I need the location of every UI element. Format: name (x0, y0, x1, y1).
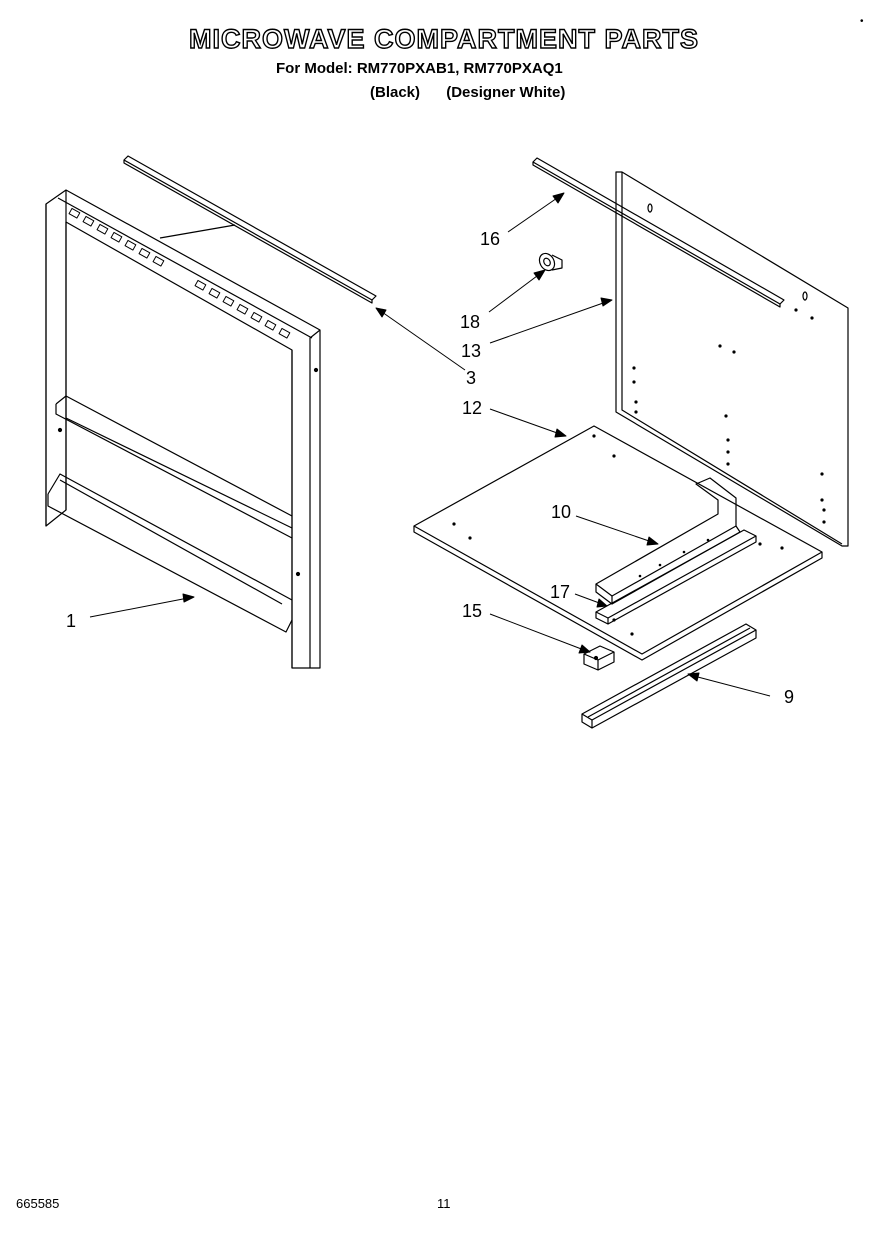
color-variants: (Black) (Designer White) (370, 84, 587, 101)
callout-18: 18 (460, 312, 481, 332)
leader-lines (89, 192, 771, 697)
callout-3: 3 (466, 368, 477, 388)
callout-13: 13 (461, 341, 482, 361)
variant-black: (Black) (370, 84, 421, 101)
part-1-front-frame (45, 189, 321, 669)
callout-16: 16 (480, 229, 501, 249)
part-3-top-trim (123, 155, 377, 304)
callout-12: 12 (462, 398, 483, 418)
model-line: For Model: RM770PXAB1, RM770PXAQ1 (276, 60, 563, 77)
part-12-floor-panel (413, 425, 823, 661)
part-17-rail (595, 529, 757, 625)
corner-mark: • (860, 16, 864, 27)
variant-designer-white: (Designer White) (446, 84, 566, 101)
page-number: 11 (437, 1196, 451, 1211)
vent-slots (68, 207, 291, 339)
part-18-grommet (538, 252, 563, 272)
part-13-rear-panel (615, 171, 849, 547)
callout-17: 17 (550, 582, 571, 602)
panel-holes (632, 308, 826, 524)
callout-15: 15 (462, 601, 483, 621)
part-16-rear-trim (532, 157, 785, 308)
callout-1: 1 (66, 611, 77, 631)
part-15-block (583, 645, 615, 671)
document-number: 665585 (16, 1196, 60, 1211)
callout-10: 10 (551, 502, 572, 522)
part-9-front-channel (581, 623, 757, 729)
page-title: MICROWAVE COMPARTMENT PARTS (188, 23, 699, 54)
callout-9: 9 (784, 687, 795, 707)
